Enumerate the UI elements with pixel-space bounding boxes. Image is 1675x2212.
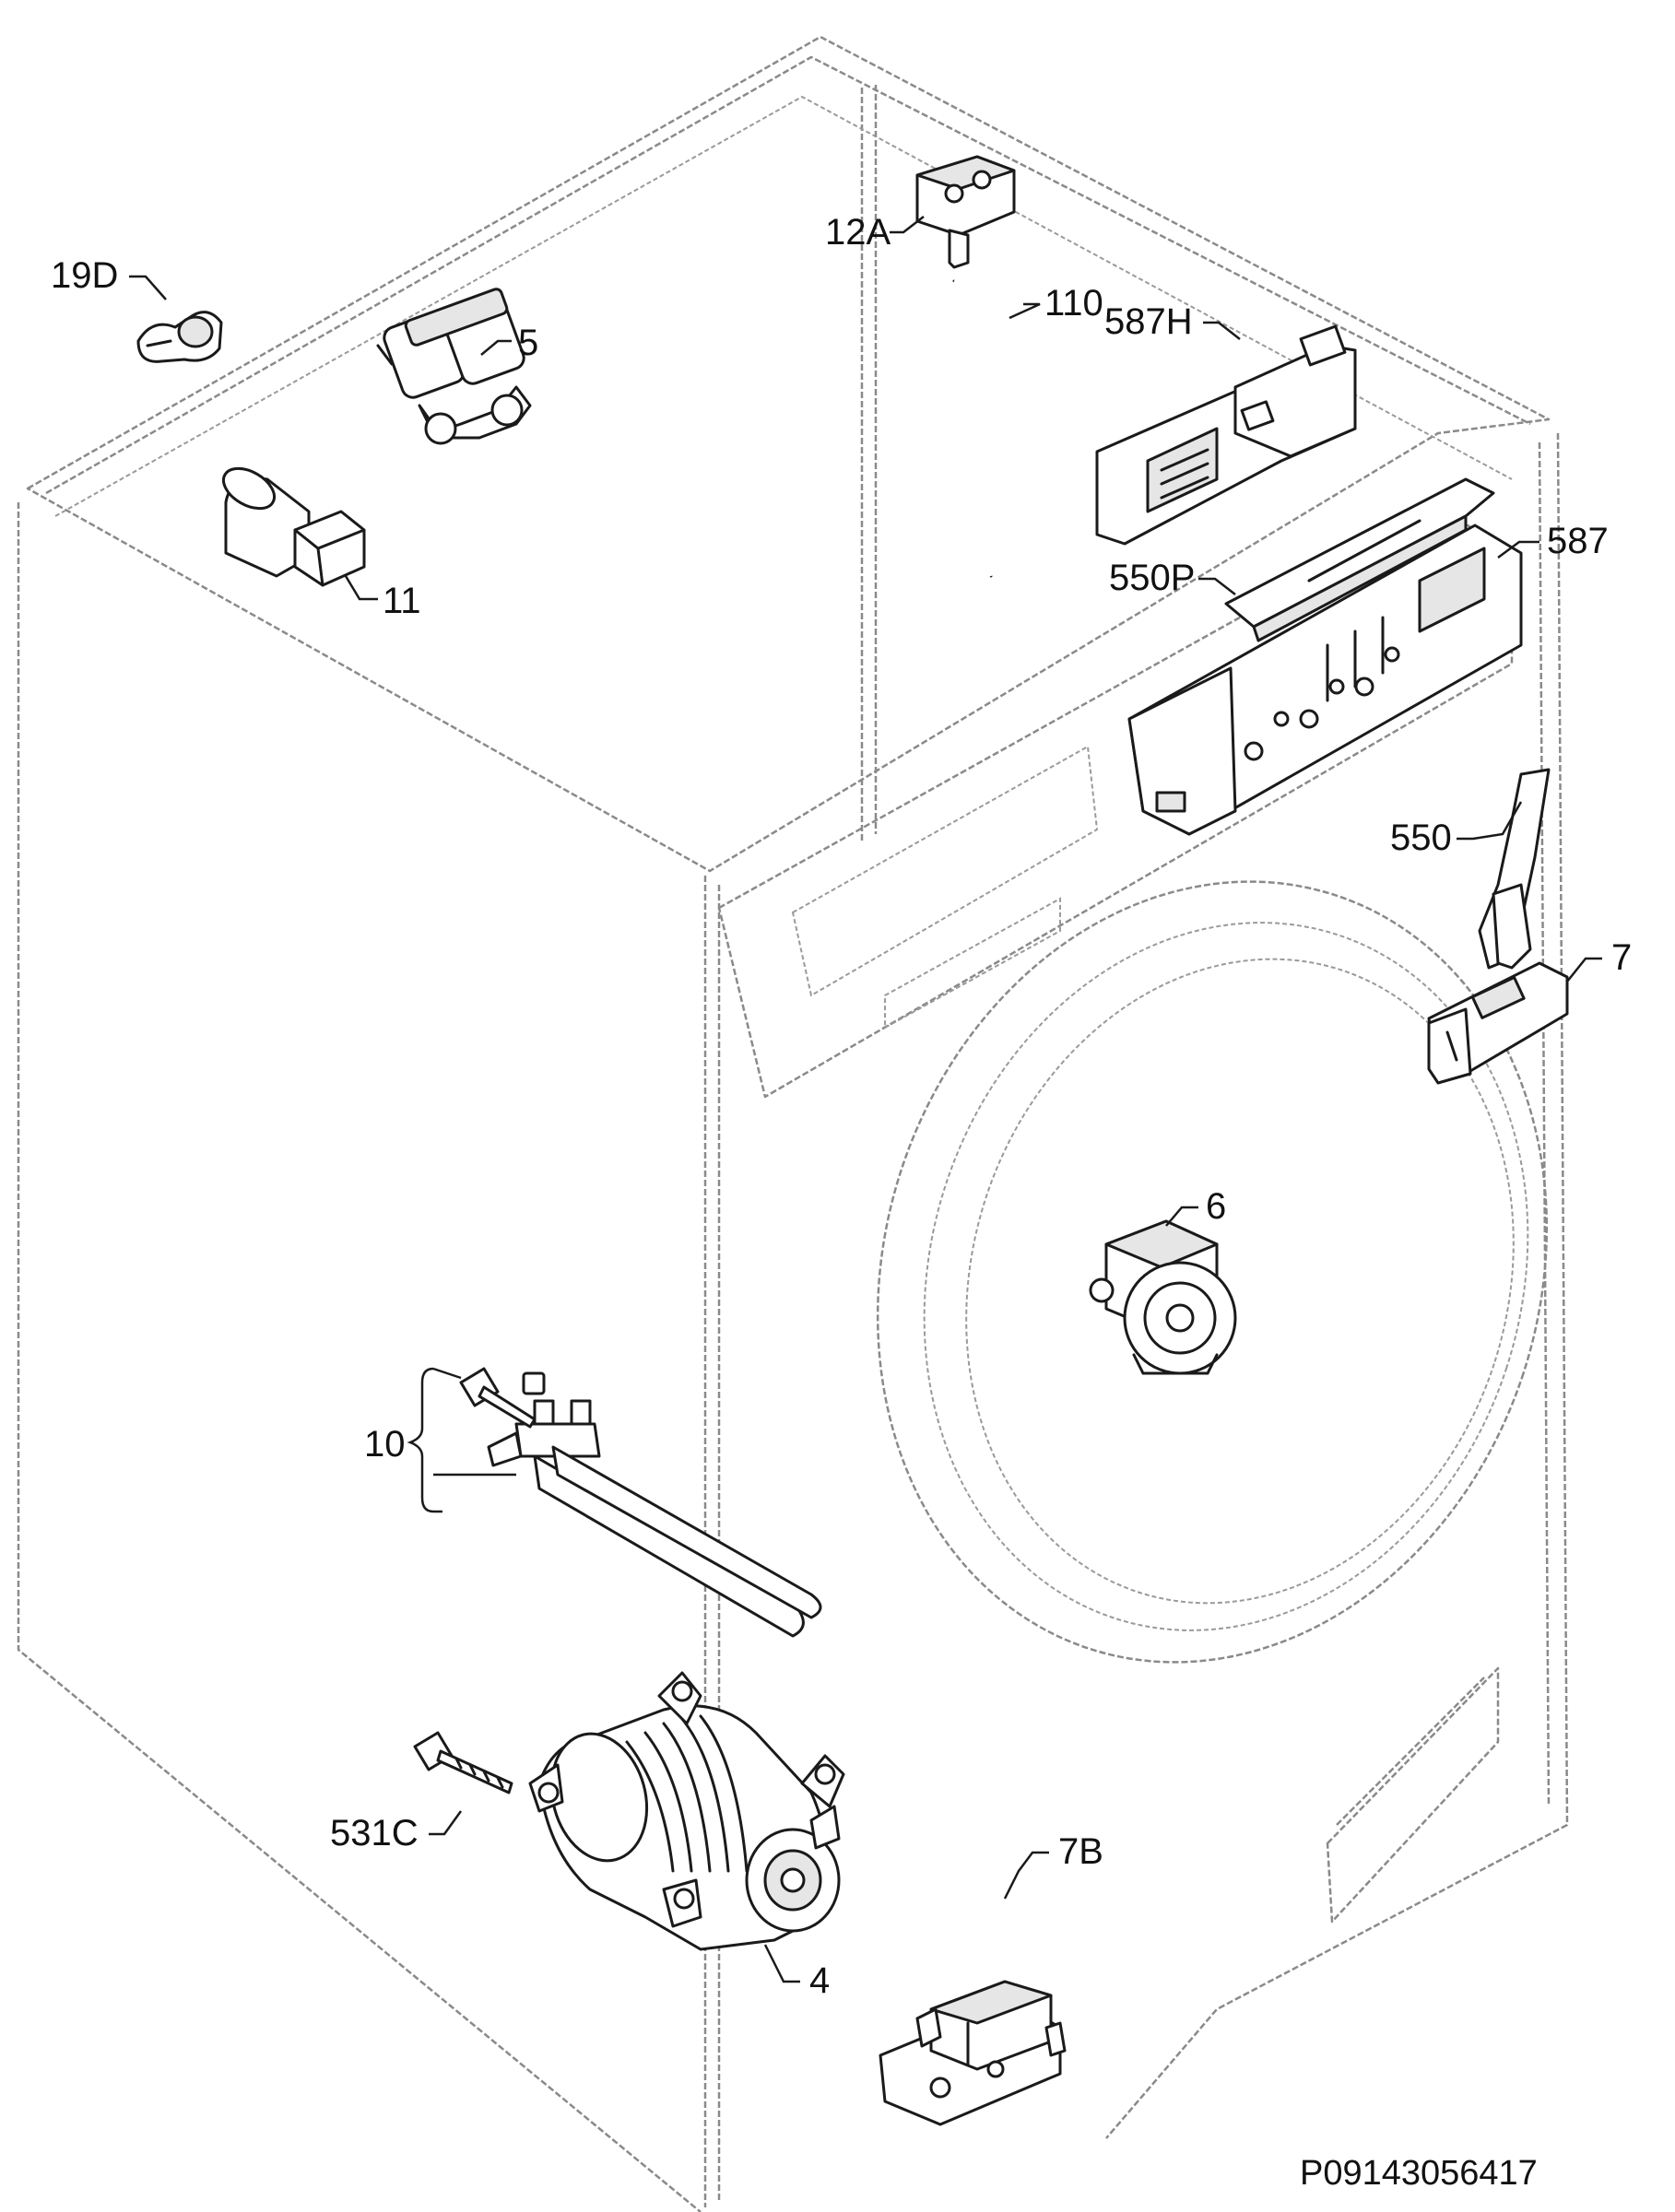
label-11: 11: [383, 581, 421, 621]
leader-lines: [129, 216, 1602, 1983]
part-11-cylinder-component: [222, 466, 366, 587]
label-550P: 550P: [1109, 558, 1195, 598]
label-7B: 7B: [1058, 1831, 1103, 1872]
part-7B-lock-bracket: [879, 1980, 1067, 2126]
label-110: 110: [1044, 283, 1103, 324]
part-12A-pressure-switch: [915, 155, 1016, 269]
part-110-pressure-hose: [952, 277, 1016, 578]
part-10-heating-element: [459, 1367, 822, 1638]
label-550: 550: [1390, 818, 1452, 858]
part-587H-control-board: [1095, 324, 1357, 546]
part-19D-clip: [136, 311, 223, 363]
label-531C: 531C: [330, 1813, 419, 1853]
label-12A: 12A: [825, 212, 891, 253]
part-10-brace: [407, 1367, 434, 1513]
label-587H: 587H: [1104, 301, 1193, 342]
part-10-brace-lines: [432, 1367, 516, 1513]
part-587-main-module: [1127, 524, 1523, 836]
label-587: 587: [1547, 521, 1609, 561]
part-4-motor: [528, 1671, 845, 1951]
label-7: 7: [1611, 937, 1632, 978]
part-6-drain-pump: [1089, 1219, 1237, 1375]
label-5: 5: [518, 323, 538, 363]
part-7-door-interlock: [1427, 961, 1569, 1085]
label-4: 4: [809, 1960, 830, 2001]
part-labels: 19D 5 11 12A 110 587H 550P 587 550 7 6 1…: [51, 212, 1632, 2001]
label-19D: 19D: [51, 255, 118, 296]
part-550-door-handle: [1478, 768, 1551, 970]
label-6: 6: [1206, 1186, 1226, 1227]
drawing-code: P09143056417: [1300, 2154, 1538, 2193]
part-531C-screw: [413, 1731, 513, 1794]
label-10: 10: [364, 1424, 406, 1465]
part-5-inlet-valve: [376, 288, 532, 445]
